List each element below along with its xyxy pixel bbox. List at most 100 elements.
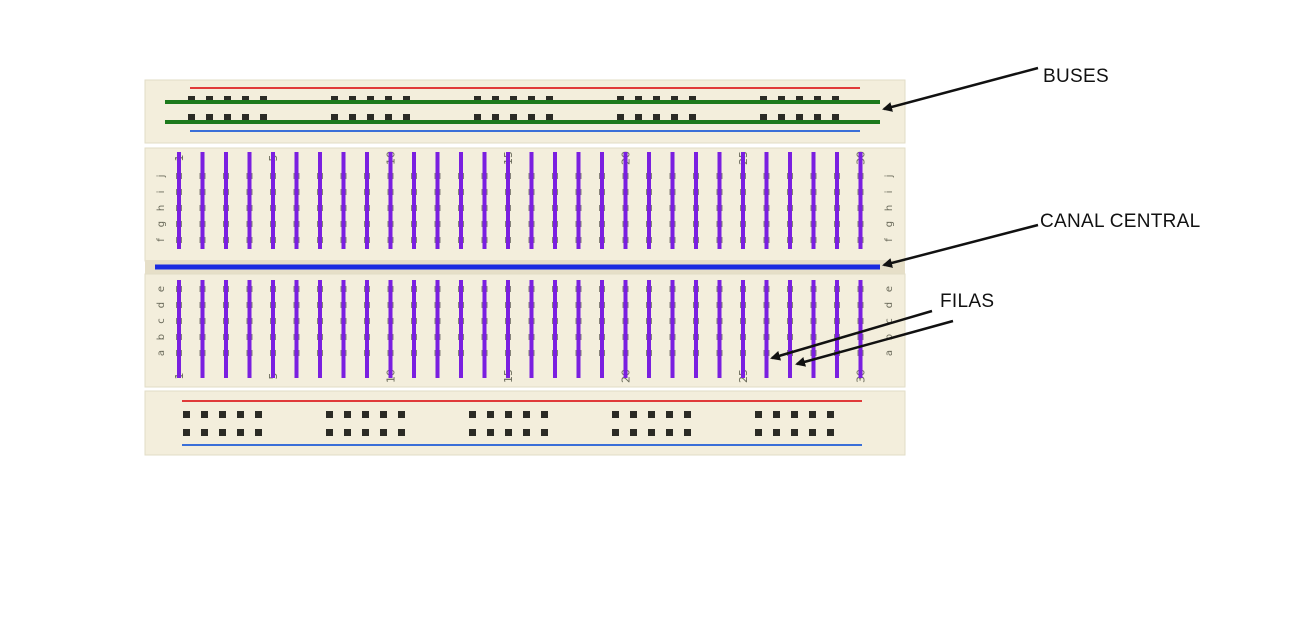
row-letter: d bbox=[156, 302, 167, 308]
row-letter: g bbox=[156, 221, 167, 227]
rail-hole bbox=[344, 411, 351, 418]
rail-hole bbox=[653, 96, 660, 103]
rail-hole bbox=[224, 114, 231, 121]
rail-hole bbox=[331, 96, 338, 103]
rail-hole bbox=[827, 411, 834, 418]
rail-hole bbox=[201, 411, 208, 418]
rail-hole bbox=[653, 114, 660, 121]
rail-hole bbox=[760, 96, 767, 103]
rail-hole bbox=[510, 96, 517, 103]
rail-hole bbox=[773, 411, 780, 418]
rail-hole bbox=[666, 411, 673, 418]
rail-hole bbox=[206, 96, 213, 103]
rail-hole bbox=[492, 96, 499, 103]
filas-arrow-1 bbox=[770, 309, 933, 361]
rail-hole bbox=[349, 114, 356, 121]
column-marker-lines bbox=[177, 152, 863, 378]
rail-hole bbox=[832, 96, 839, 103]
rail-hole bbox=[505, 411, 512, 418]
rail-hole bbox=[510, 114, 517, 121]
rail-hole bbox=[791, 429, 798, 436]
rail-hole bbox=[380, 429, 387, 436]
rail-hole bbox=[242, 96, 249, 103]
rail-hole bbox=[492, 114, 499, 121]
filas-arrow-2 bbox=[795, 319, 954, 367]
buses-arrow bbox=[882, 66, 1039, 112]
rail-hole bbox=[617, 96, 624, 103]
rail-hole bbox=[326, 411, 333, 418]
rail-hole bbox=[809, 411, 816, 418]
rail-hole bbox=[832, 114, 839, 121]
rail-hole bbox=[671, 96, 678, 103]
rail-hole bbox=[760, 114, 767, 121]
row-letter: i bbox=[156, 191, 167, 194]
rail-hole bbox=[469, 411, 476, 418]
buses-label: BUSES bbox=[1043, 66, 1109, 87]
rail-hole bbox=[237, 429, 244, 436]
rail-hole bbox=[474, 96, 481, 103]
filas-label: FILAS bbox=[940, 291, 995, 312]
rail-hole bbox=[635, 96, 642, 103]
row-letter: g bbox=[884, 221, 895, 227]
rail-hole bbox=[528, 114, 535, 121]
rail-hole bbox=[612, 429, 619, 436]
rail-hole bbox=[474, 114, 481, 121]
rail-hole bbox=[523, 429, 530, 436]
rail-hole bbox=[367, 96, 374, 103]
rail-hole bbox=[814, 96, 821, 103]
row-letter: f bbox=[156, 238, 167, 242]
row-letter: b bbox=[884, 334, 895, 340]
rail-hole bbox=[201, 429, 208, 436]
rail-hole bbox=[671, 114, 678, 121]
top-power-rail-strip bbox=[144, 79, 906, 144]
rail-hole bbox=[666, 429, 673, 436]
rail-hole bbox=[183, 429, 190, 436]
row-letter: h bbox=[156, 205, 167, 211]
rail-hole bbox=[469, 429, 476, 436]
rail-hole bbox=[612, 411, 619, 418]
rail-hole bbox=[505, 429, 512, 436]
row-letter: e bbox=[884, 286, 895, 292]
rail-hole bbox=[331, 114, 338, 121]
rail-hole bbox=[344, 429, 351, 436]
rail-hole bbox=[617, 114, 624, 121]
row-letter: b bbox=[156, 334, 167, 340]
rail-hole bbox=[367, 114, 374, 121]
rail-hole bbox=[219, 411, 226, 418]
rail-hole bbox=[630, 411, 637, 418]
rail-hole bbox=[755, 429, 762, 436]
rail-hole bbox=[260, 96, 267, 103]
rail-hole bbox=[188, 114, 195, 121]
rail-hole bbox=[255, 411, 262, 418]
canal-central-arrow bbox=[882, 223, 1039, 268]
rail-hole bbox=[398, 411, 405, 418]
rail-hole bbox=[796, 114, 803, 121]
row-letter: c bbox=[884, 318, 895, 324]
rail-hole bbox=[183, 411, 190, 418]
rail-hole bbox=[689, 114, 696, 121]
rail-hole bbox=[755, 411, 762, 418]
row-letter: h bbox=[884, 205, 895, 211]
rail-hole bbox=[242, 114, 249, 121]
rail-hole bbox=[648, 429, 655, 436]
rail-hole bbox=[224, 96, 231, 103]
row-letter: j bbox=[156, 175, 167, 179]
rail-hole bbox=[648, 411, 655, 418]
rail-hole bbox=[206, 114, 213, 121]
rail-hole bbox=[188, 96, 195, 103]
rail-hole bbox=[773, 429, 780, 436]
rail-hole bbox=[385, 96, 392, 103]
row-letter: f bbox=[884, 238, 895, 242]
row-letter: a bbox=[156, 350, 167, 356]
rail-hole bbox=[403, 114, 410, 121]
row-letter: d bbox=[884, 302, 895, 308]
rail-hole bbox=[778, 96, 785, 103]
rail-hole bbox=[684, 429, 691, 436]
rail-hole bbox=[487, 411, 494, 418]
rail-hole bbox=[796, 96, 803, 103]
rail-hole bbox=[541, 411, 548, 418]
rail-hole bbox=[791, 411, 798, 418]
rail-hole bbox=[260, 114, 267, 121]
